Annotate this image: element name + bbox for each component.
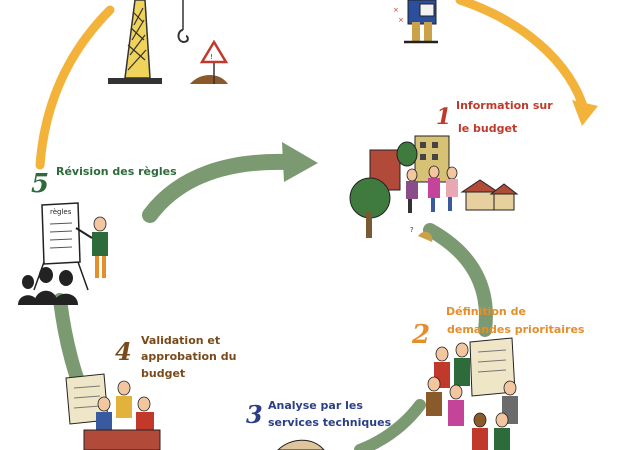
svg-text:le budget: le budget xyxy=(458,122,517,135)
step-2-number: 2 xyxy=(411,320,430,350)
step-4-label: Validation et approbation du budget xyxy=(141,334,236,380)
step-5-number: 5 xyxy=(31,169,49,199)
svg-text:services techniques: services techniques xyxy=(268,416,392,429)
outer-cycle-arc xyxy=(455,0,590,117)
flipchart-header: règles xyxy=(50,208,72,216)
outer-cycle-arc-left xyxy=(35,5,115,170)
construction-sign-icon: ! xyxy=(190,39,229,84)
person-with-clipboard-icon: × × xyxy=(393,0,438,44)
svg-text:!: ! xyxy=(210,53,213,61)
step-3-label: Analyse par les services techniques xyxy=(268,399,392,429)
svg-text:Révision des règles: Révision des règles xyxy=(56,165,177,178)
svg-text:?: ? xyxy=(410,226,414,234)
step-2-label: Définition de demandes prioritaires xyxy=(446,305,585,336)
step-3-number: 3 xyxy=(246,400,263,429)
svg-text:Validation et: Validation et xyxy=(141,334,220,347)
svg-text:budget: budget xyxy=(141,367,185,380)
svg-text:×: × xyxy=(393,6,399,14)
svg-text:×: × xyxy=(398,16,404,24)
presenter-flipchart-icon: règles xyxy=(33,202,108,291)
community-group-icon: ? xyxy=(406,165,458,242)
inner-arrow-top xyxy=(142,153,298,223)
svg-text:Analyse par les: Analyse par les xyxy=(268,399,363,412)
svg-text:Information sur: Information sur xyxy=(456,99,553,112)
audience-silhouettes-icon xyxy=(18,267,78,305)
meeting-table-icon xyxy=(65,373,161,450)
group-demands-icon xyxy=(426,342,518,450)
town-houses-icon xyxy=(369,135,519,211)
step-4-number: 4 xyxy=(115,337,132,366)
technical-services-icon xyxy=(277,439,325,450)
step-1-number: 1 xyxy=(436,104,451,130)
step-1-label: Information sur le budget xyxy=(456,99,553,135)
inner-arrow-top-head xyxy=(282,142,318,182)
inner-arrow-right xyxy=(423,223,493,337)
tree-icon xyxy=(349,141,418,238)
step-5-label: Révision des règles xyxy=(56,165,177,178)
outer-cycle-arrowhead xyxy=(572,100,598,126)
svg-text:approbation du: approbation du xyxy=(141,350,236,363)
crane-icon xyxy=(108,0,189,84)
svg-text:Définition de: Définition de xyxy=(446,305,526,318)
inner-arrow-bottom xyxy=(354,399,426,450)
svg-text:demandes prioritaires: demandes prioritaires xyxy=(447,323,585,336)
